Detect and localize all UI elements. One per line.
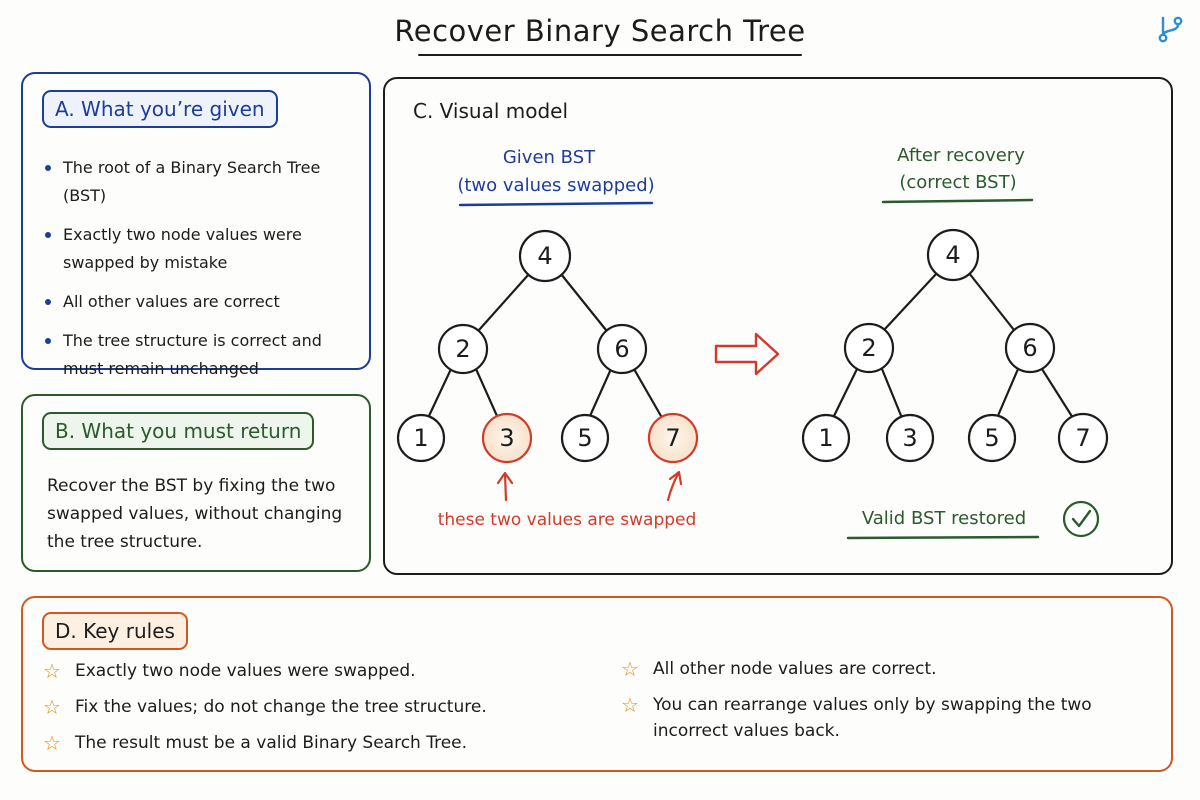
rule-item: ☆ Exactly two node values were swapped.	[43, 658, 603, 684]
rule-item: ☆ The result must be a valid Binary Searc…	[43, 730, 603, 756]
rule-item: ☆ You can rearrange values only by swappi…	[621, 692, 1141, 744]
star-icon: ☆	[621, 657, 639, 681]
star-icon: ☆	[43, 731, 61, 755]
rule-text: You can rearrange values only by swappin…	[653, 695, 1092, 741]
panel-visual-heading: C. Visual model	[413, 99, 569, 123]
star-icon: ☆	[43, 695, 61, 719]
panel-key-rules: D. Key rules ☆ Exactly two node values we…	[21, 596, 1173, 772]
list-item: Exactly two node values were swapped by …	[41, 221, 361, 277]
given-list: The root of a Binary Search Tree (BST) E…	[41, 154, 361, 394]
panel-return-heading: B. What you must return	[42, 412, 315, 450]
star-icon: ☆	[43, 659, 61, 683]
rules-left-list: ☆ Exactly two node values were swapped. ☆…	[43, 658, 603, 766]
panel-rules-heading: D. Key rules	[42, 612, 188, 650]
panel-visual-model: C. Visual model	[383, 77, 1173, 575]
rule-text: Exactly two node values were swapped.	[75, 661, 416, 681]
panel-return: B. What you must return Recover the BST …	[21, 394, 371, 572]
page-title: Recover Binary Search Tree	[394, 14, 806, 48]
rule-text: All other node values are correct.	[653, 659, 937, 679]
rule-text: The result must be a valid Binary Search…	[75, 733, 468, 753]
panel-given-heading: A. What you’re given	[42, 90, 278, 128]
rule-text: Fix the values; do not change the tree s…	[75, 697, 487, 717]
list-item: The root of a Binary Search Tree (BST)	[41, 154, 361, 210]
list-item: The tree structure is correct and must r…	[41, 327, 361, 383]
title-underline	[418, 54, 802, 56]
return-description: Recover the BST by fixing the two swappe…	[47, 476, 343, 552]
star-icon: ☆	[621, 693, 639, 717]
list-item: All other values are correct	[41, 288, 361, 316]
git-branch-icon	[1158, 16, 1183, 43]
rule-item: ☆ All other node values are correct.	[621, 656, 1141, 682]
rule-item: ☆ Fix the values; do not change the tree …	[43, 694, 603, 720]
panel-given: A. What you’re given The root of a Binar…	[21, 72, 371, 378]
rules-right-list: ☆ All other node values are correct. ☆ You…	[621, 656, 1141, 754]
